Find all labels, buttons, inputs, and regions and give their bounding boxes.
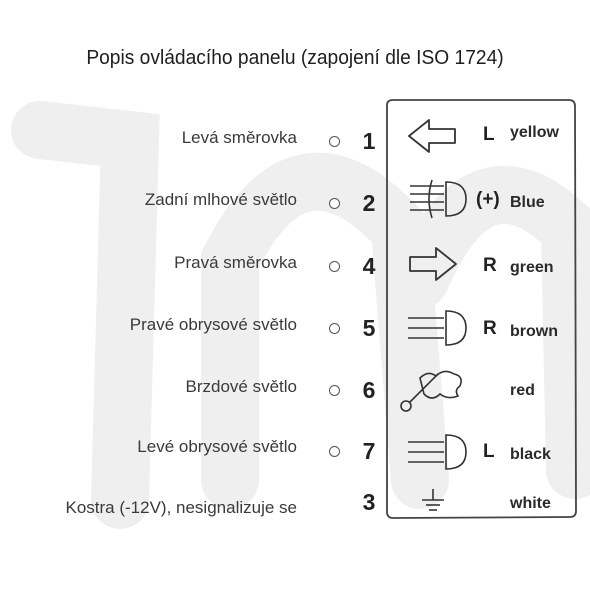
wire-color: white (510, 495, 551, 512)
wire-color: brown (510, 323, 558, 340)
pin-number: 6 (362, 377, 376, 403)
side-letter: (+) (476, 189, 500, 210)
wire-color: red (510, 382, 535, 399)
row-label-ground: Kostra (-12V), nesignalizuje se (65, 498, 297, 517)
terminal-circle (329, 323, 340, 334)
ground-icon (422, 489, 444, 511)
arrow-left-icon (408, 119, 456, 153)
pin-number: 1 (362, 128, 376, 154)
pin-number: 5 (362, 315, 376, 341)
wire-color: yellow (510, 124, 559, 141)
terminal-circle (329, 261, 340, 272)
side-letter: R (483, 318, 497, 339)
row-label-right-position: Pravé obrysové světlo (129, 315, 297, 334)
brake-light-icon (400, 370, 462, 412)
row-label-right-turn: Pravá směrovka (174, 253, 297, 272)
pin-number: 7 (362, 438, 376, 464)
row-label-left-turn: Levá směrovka (181, 128, 297, 147)
side-letter: R (483, 255, 497, 276)
page-title: Popis ovládacího panelu (zapojení dle IS… (86, 47, 504, 69)
row-label-rear-fog: Zadní mlhové světlo (144, 190, 297, 209)
pin-number: 3 (362, 489, 376, 515)
arrow-right-icon (409, 247, 457, 281)
terminal-circle (329, 385, 340, 396)
pin-number: 4 (362, 253, 376, 279)
terminal-circle (329, 446, 340, 457)
pin-number: 2 (362, 190, 376, 216)
terminal-circle (329, 136, 340, 147)
side-letter: L (483, 441, 495, 462)
side-letter: L (483, 124, 495, 145)
terminal-circle (329, 198, 340, 209)
position-light-icon (408, 434, 467, 470)
row-label-left-position: Levé obrysové světlo (137, 437, 297, 456)
wire-color: black (510, 446, 551, 463)
row-label-brake: Brzdové světlo (185, 377, 298, 396)
position-light-icon (408, 310, 467, 346)
wire-color: Blue (510, 194, 545, 211)
fog-light-icon (410, 179, 467, 219)
wire-color: green (510, 259, 554, 276)
connector-panel (386, 99, 577, 519)
